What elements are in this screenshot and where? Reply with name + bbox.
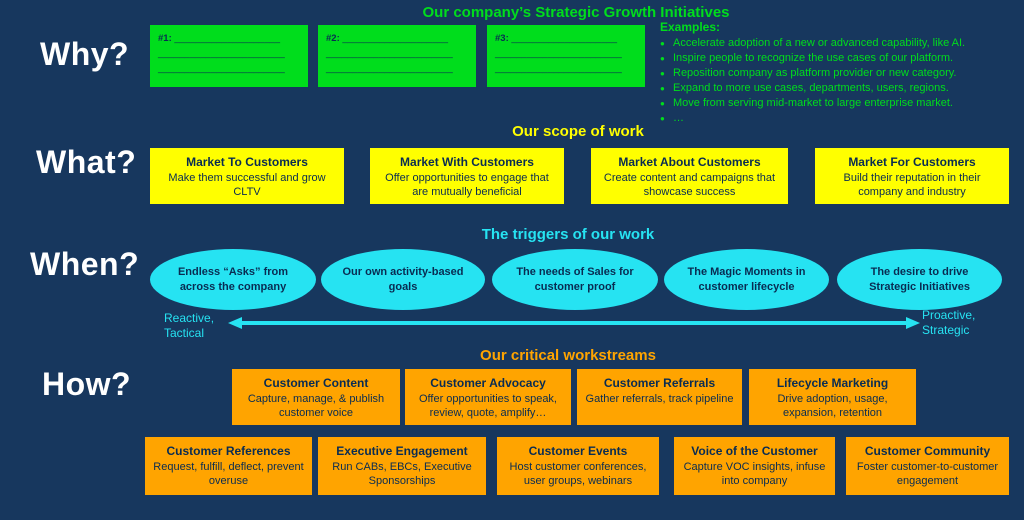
initiative-box-2: #2: ____________________ _______________… bbox=[318, 25, 476, 87]
workstream-box-referrals: Customer Referrals Gather referrals, tra… bbox=[577, 369, 742, 425]
scope-box-body: Create content and campaigns that showca… bbox=[603, 172, 776, 198]
workstream-body: Run CABs, EBCs, Executive Sponsorships bbox=[332, 461, 472, 487]
workstream-title: Customer Events bbox=[528, 444, 628, 458]
scope-box-title: Market For Customers bbox=[848, 155, 976, 169]
axis-label-proactive: Proactive, Strategic bbox=[922, 308, 976, 337]
workstream-title: Customer Advocacy bbox=[430, 376, 546, 390]
blank-line: ________________________ bbox=[326, 48, 453, 59]
workstream-body: Foster customer-to-customer engagement bbox=[856, 461, 999, 487]
blank-line: ____________________ bbox=[342, 33, 449, 44]
workstream-title: Customer References bbox=[166, 444, 291, 458]
scope-box-body: Offer opportunities to engage that are m… bbox=[385, 172, 549, 198]
row-label-why: Why? bbox=[40, 36, 130, 72]
example-item: Reposition company as platform provider … bbox=[658, 66, 1022, 81]
workstream-title: Customer Community bbox=[864, 444, 991, 458]
scope-box-market-to: Market To Customers Make them successful… bbox=[150, 148, 344, 204]
blank-line: ____________________ bbox=[511, 33, 618, 44]
blank-line: ________________________ bbox=[158, 63, 285, 74]
initiative-number: #1: bbox=[158, 33, 172, 44]
workstream-body: Capture VOC insights, infuse into compan… bbox=[683, 461, 826, 487]
blank-line: ________________________ bbox=[326, 63, 453, 74]
workstream-box-lifecycle: Lifecycle Marketing Drive adoption, usag… bbox=[749, 369, 916, 425]
trigger-ellipse-magic-moments: The Magic Moments in customer lifecycle bbox=[664, 249, 829, 310]
workstream-body: Offer opportunities to speak, review, qu… bbox=[419, 393, 557, 419]
workstream-box-references: Customer References Request, fulfill, de… bbox=[145, 437, 312, 495]
when-section-title: The triggers of our work bbox=[481, 226, 655, 243]
workstream-box-community: Customer Community Foster customer-to-cu… bbox=[846, 437, 1009, 495]
example-item: Inspire people to recognize the use case… bbox=[658, 51, 1022, 66]
blank-line: ____________________ bbox=[174, 33, 281, 44]
workstream-body: Host customer conferences, user groups, … bbox=[509, 461, 647, 487]
workstream-title: Customer Content bbox=[263, 376, 369, 390]
scope-box-market-with: Market With Customers Offer opportunitie… bbox=[370, 148, 564, 204]
reactive-proactive-arrow bbox=[228, 317, 920, 329]
scope-box-body: Make them successful and grow CLTV bbox=[168, 172, 326, 198]
initiative-number: #2: bbox=[326, 33, 340, 44]
workstream-body: Drive adoption, usage, expansion, retent… bbox=[777, 393, 888, 419]
trigger-ellipse-goals: Our own activity-based goals bbox=[321, 249, 485, 310]
example-item: Move from serving mid-market to large en… bbox=[658, 96, 1022, 111]
workstream-body: Request, fulfill, deflect, prevent overu… bbox=[153, 461, 304, 487]
row-label-when: When? bbox=[30, 246, 140, 282]
trigger-ellipse-sales: The needs of Sales for customer proof bbox=[492, 249, 658, 310]
workstream-title: Customer Referrals bbox=[603, 376, 716, 390]
scope-box-market-about: Market About Customers Create content an… bbox=[591, 148, 788, 204]
scope-box-title: Market To Customers bbox=[186, 155, 308, 169]
scope-box-body: Build their reputation in their company … bbox=[843, 172, 981, 198]
scope-box-market-for: Market For Customers Build their reputat… bbox=[815, 148, 1009, 204]
workstream-body: Capture, manage, & publish customer voic… bbox=[247, 393, 385, 419]
why-section-title: Our company’s Strategic Growth Initiativ… bbox=[422, 4, 730, 21]
blank-line: ________________________ bbox=[495, 63, 622, 74]
workstream-box-executive: Executive Engagement Run CABs, EBCs, Exe… bbox=[318, 437, 486, 495]
example-item: … bbox=[658, 111, 1022, 126]
trigger-ellipse-strategic: The desire to drive Strategic Initiative… bbox=[837, 249, 1002, 310]
workstream-body: Gather referrals, track pipeline bbox=[585, 393, 734, 405]
workstream-title: Voice of the Customer bbox=[691, 444, 818, 458]
blank-line: ________________________ bbox=[495, 48, 622, 59]
example-item: Expand to more use cases, departments, u… bbox=[658, 81, 1022, 96]
example-item: Accelerate adoption of a new or advanced… bbox=[658, 36, 1022, 51]
arrow-line bbox=[237, 321, 911, 325]
workstream-title: Lifecycle Marketing bbox=[776, 376, 889, 390]
what-section-title: Our scope of work bbox=[512, 123, 644, 140]
workstream-box-content: Customer Content Capture, manage, & publ… bbox=[232, 369, 400, 425]
initiative-box-3: #3: ____________________ _______________… bbox=[487, 25, 645, 87]
scope-box-title: Market About Customers bbox=[618, 155, 761, 169]
scope-box-title: Market With Customers bbox=[400, 155, 534, 169]
workstream-title: Executive Engagement bbox=[336, 444, 468, 458]
blank-line: ________________________ bbox=[158, 48, 285, 59]
workstream-box-events: Customer Events Host customer conference… bbox=[497, 437, 659, 495]
examples-list: Examples: Accelerate adoption of a new o… bbox=[658, 20, 1022, 126]
examples-heading: Examples: bbox=[660, 20, 721, 34]
trigger-ellipse-asks: Endless “Asks” from across the company bbox=[150, 249, 316, 310]
initiative-number: #3: bbox=[495, 33, 509, 44]
workstream-box-voc: Voice of the Customer Capture VOC insigh… bbox=[674, 437, 835, 495]
initiative-box-1: #1: ____________________ _______________… bbox=[150, 25, 308, 87]
how-section-title: Our critical workstreams bbox=[480, 347, 656, 364]
workstream-box-advocacy: Customer Advocacy Offer opportunities to… bbox=[405, 369, 571, 425]
row-label-how: How? bbox=[42, 366, 132, 402]
row-label-what: What? bbox=[36, 144, 137, 180]
axis-label-reactive: Reactive, Tactical bbox=[164, 311, 215, 340]
